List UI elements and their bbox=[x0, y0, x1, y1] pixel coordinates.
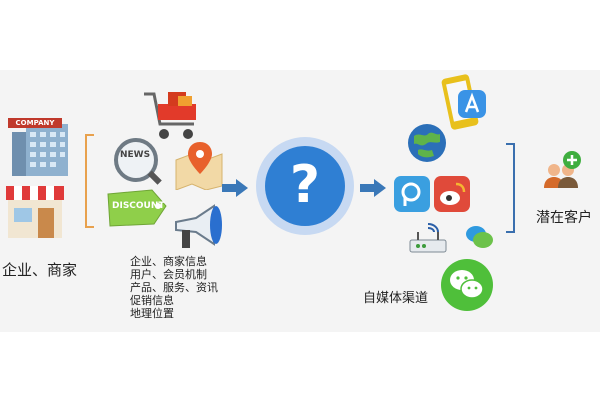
news-magnifier-icon: NEWS bbox=[110, 136, 162, 188]
chat-bubbles-icon bbox=[464, 224, 494, 250]
discount-text: DISCOUNT bbox=[112, 201, 165, 211]
globe-icon bbox=[406, 122, 448, 164]
company-building-icon: COMPANY bbox=[6, 118, 76, 176]
question-circle-inner bbox=[265, 146, 345, 226]
news-text: NEWS bbox=[120, 150, 151, 160]
discount-tag-icon: DISCOUNT bbox=[106, 188, 168, 228]
map-pin-icon bbox=[174, 140, 224, 191]
left-group-label: 企业、商家 bbox=[2, 261, 78, 279]
shop-icon bbox=[4, 182, 66, 238]
company-sign-text: COMPANY bbox=[15, 119, 55, 127]
channels-label: 自媒体渠道 bbox=[363, 291, 429, 306]
info-list-item: 产品、服务、资讯 bbox=[130, 281, 218, 294]
question-circle: ? bbox=[256, 137, 354, 235]
arrow-right-icon bbox=[360, 179, 386, 197]
info-list-item: 促销信息 bbox=[130, 294, 174, 307]
router-icon bbox=[408, 222, 448, 258]
left-bracket bbox=[82, 133, 96, 229]
question-mark: ? bbox=[289, 155, 321, 215]
weibo-icon bbox=[434, 176, 470, 212]
info-list: 企业、商家信息 用户、会员机制 产品、服务、资讯 促销信息 地理位置 bbox=[130, 255, 218, 320]
info-list-item: 用户、会员机制 bbox=[130, 268, 207, 281]
info-list-item: 企业、商家信息 bbox=[130, 255, 207, 268]
arrow-right-icon bbox=[222, 179, 248, 197]
info-list-item: 地理位置 bbox=[130, 307, 174, 320]
app-store-phone-icon bbox=[438, 74, 488, 136]
shopping-cart-icon bbox=[142, 90, 204, 142]
right-bracket bbox=[504, 142, 518, 234]
add-user-icon bbox=[542, 150, 584, 190]
wechat-icon bbox=[440, 258, 494, 312]
megaphone-icon bbox=[172, 204, 230, 252]
target-label: 潜在客户 bbox=[536, 210, 592, 226]
blue-app-icon bbox=[394, 176, 430, 212]
